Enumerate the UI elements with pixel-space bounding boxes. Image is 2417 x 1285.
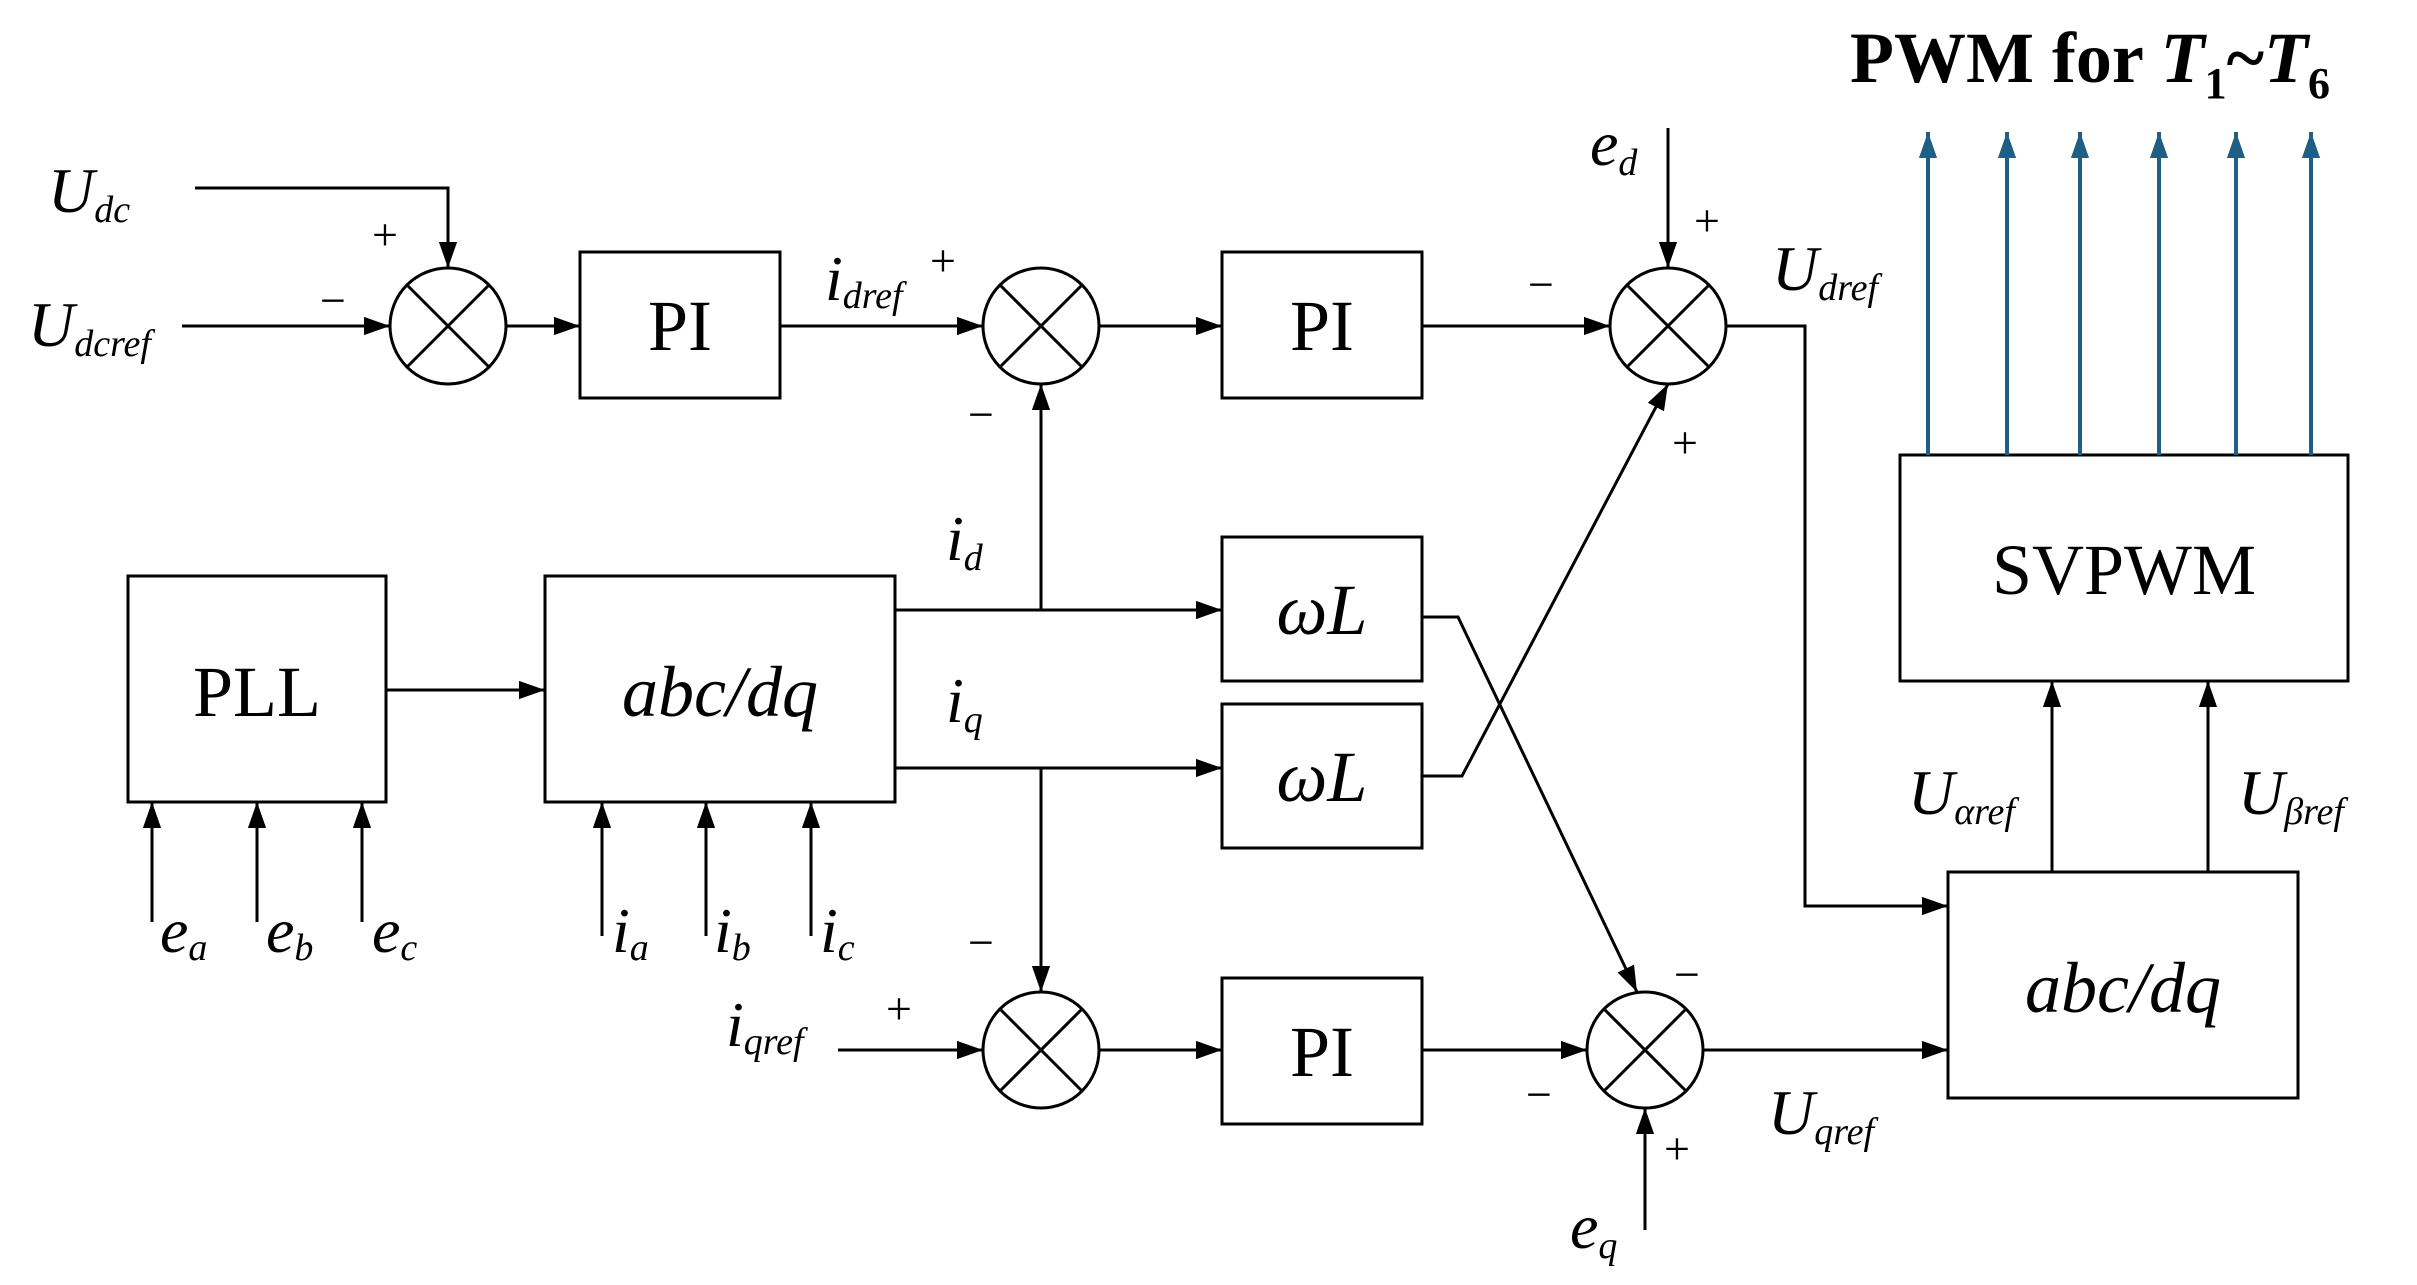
sign-dc-minus: −	[320, 275, 346, 326]
label-id: id	[946, 503, 984, 579]
label-ea: ea	[160, 895, 207, 969]
label-ic: ic	[820, 895, 855, 969]
svg-text:PI: PI	[1290, 286, 1354, 366]
label-iqref: iqref	[726, 989, 808, 1063]
label-ed: ed	[1590, 108, 1638, 184]
svpwm-block: SVPWM	[1898, 453, 2350, 683]
sign-q-voltage-plus: +	[1664, 1123, 1690, 1174]
label-uqref: Uqref	[1768, 1077, 1878, 1153]
abc-dq-input-block: abc/dq	[543, 574, 897, 804]
svg-text:abc/dq: abc/dq	[622, 652, 818, 732]
label-eb: eb	[266, 895, 313, 969]
sum-junction-dc	[388, 266, 508, 386]
svg-text:PLL: PLL	[193, 652, 321, 732]
label-eq: eq	[1570, 1191, 1617, 1267]
signal-wires	[142, 128, 2218, 1230]
sign-d-voltage-plus-bottom: +	[1672, 417, 1698, 468]
svg-text:PI: PI	[1290, 1012, 1354, 1092]
pwm-output-arrows	[1918, 132, 2321, 455]
label-ubetaref: Uβref	[2238, 757, 2348, 833]
label-ib: ib	[714, 895, 751, 969]
svg-text:ωL: ωL	[1277, 737, 1368, 817]
label-iq: iq	[946, 665, 983, 741]
label-idref: idref	[825, 243, 907, 317]
pi-dc-block: PI	[578, 250, 782, 400]
abc-dq-output-block: abc/dq	[1946, 870, 2300, 1100]
sign-dc-plus: +	[372, 209, 398, 260]
svg-text:PI: PI	[648, 286, 712, 366]
sum-junction-q-voltage	[1585, 990, 1705, 1110]
pi-q-block: PI	[1220, 976, 1424, 1126]
pi-d-block: PI	[1220, 250, 1424, 400]
label-ia: ia	[612, 895, 649, 969]
sum-junction-q-current	[981, 990, 1101, 1110]
omega-l-top-block: ωL	[1220, 535, 1424, 683]
label-udc: Udc	[48, 155, 130, 231]
svg-text:SVPWM: SVPWM	[1992, 530, 2256, 610]
svg-text:ωL: ωL	[1277, 570, 1368, 650]
sign-q-voltage-minus-top: −	[1674, 949, 1700, 1000]
output-title: PWM for T1~T6	[1850, 18, 2330, 108]
sign-q-current-minus: −	[968, 917, 994, 968]
sign-q-voltage-minus-left: −	[1526, 1069, 1552, 1120]
label-udcref: Udcref	[28, 289, 155, 365]
label-udref: Udref	[1772, 233, 1882, 309]
sign-d-voltage-minus: −	[1528, 259, 1554, 310]
svg-text:abc/dq: abc/dq	[2025, 948, 2221, 1028]
label-ualpharef: Uαref	[1908, 757, 2019, 833]
sign-q-current-plus: +	[886, 983, 912, 1034]
label-ec: ec	[372, 895, 417, 969]
omega-l-bottom-block: ωL	[1220, 702, 1424, 850]
sum-junction-d-voltage	[1608, 266, 1728, 386]
sign-d-voltage-plus-top: +	[1694, 195, 1720, 246]
sign-d-current-plus: +	[930, 235, 956, 286]
sign-d-current-minus: −	[968, 389, 994, 440]
sum-junction-d-current	[981, 266, 1101, 386]
pll-block: PLL	[126, 574, 388, 804]
